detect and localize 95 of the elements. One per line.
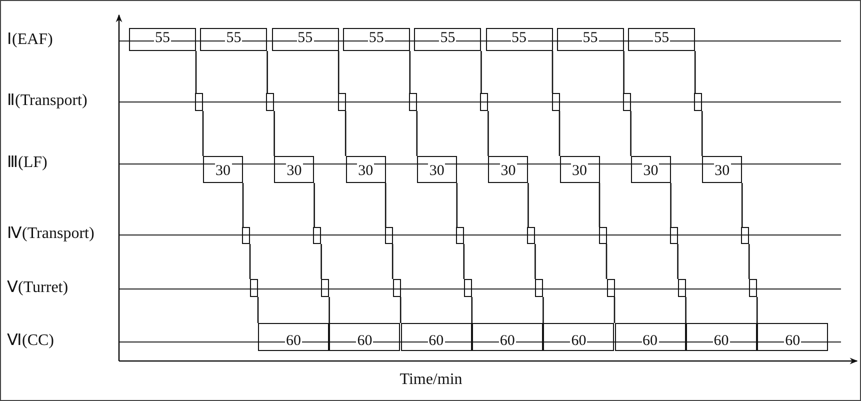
transfer-box (678, 279, 686, 297)
connector-line (542, 297, 544, 323)
connector-line (328, 297, 330, 323)
task-bar (329, 323, 400, 351)
connector-line (384, 183, 386, 227)
connector-line (623, 51, 624, 93)
transfer-box (195, 93, 203, 111)
task-bar (129, 28, 196, 51)
transfer-box (749, 279, 758, 297)
task-bar (614, 323, 686, 351)
row-label: Ⅳ(Transport) (7, 225, 94, 243)
task-bar (203, 156, 243, 183)
connector-line (756, 297, 758, 323)
task-bar (488, 156, 528, 183)
transfer-box (242, 227, 250, 244)
transfer-box (408, 93, 417, 111)
transfer-box (456, 227, 464, 244)
connector-line (320, 244, 322, 279)
transfer-box (535, 279, 544, 297)
connector-line (694, 51, 696, 93)
connector-line (480, 51, 482, 93)
row-label: Ⅴ(Turret) (7, 279, 68, 297)
transfer-box (266, 93, 274, 111)
task-bar (560, 156, 600, 183)
connector-line (685, 297, 686, 323)
connector-line (488, 111, 489, 156)
task-bar (342, 28, 410, 51)
row-label: Ⅱ(Transport) (7, 92, 88, 110)
task-bar (400, 323, 472, 351)
connector-line (249, 244, 251, 279)
connector-line (257, 297, 259, 323)
connector-line (416, 111, 418, 156)
connector-line (606, 244, 608, 279)
task-bar (200, 28, 268, 51)
transfer-box (384, 227, 393, 244)
connector-line (409, 51, 411, 93)
row-label: Ⅲ(LF) (7, 154, 48, 172)
task-bar (258, 323, 329, 351)
task-bar (630, 156, 671, 183)
connector-line (748, 244, 750, 279)
connector-line (670, 183, 672, 227)
transfer-box (321, 279, 330, 297)
transfer-box (741, 227, 750, 244)
connector-line (274, 111, 275, 156)
connector-line (202, 111, 204, 156)
connector-line (338, 51, 340, 93)
connector-line (456, 183, 458, 227)
transfer-box (552, 93, 560, 111)
connector-line (463, 244, 465, 279)
transfer-box (313, 227, 322, 244)
connector-line (701, 111, 703, 156)
connector-line (614, 297, 616, 323)
connector-line (392, 244, 394, 279)
connector-line (534, 244, 536, 279)
task-bar (486, 28, 552, 51)
row-label: Ⅰ(EAF) (7, 31, 53, 49)
transfer-box (598, 227, 606, 244)
task-bar (414, 28, 482, 51)
connector-line (195, 51, 197, 93)
connector-line (630, 111, 632, 156)
connector-line (558, 111, 560, 156)
connector-line (741, 183, 743, 227)
axis-title: Time/min (400, 371, 462, 389)
transfer-box (338, 93, 346, 111)
transfer-box (480, 93, 488, 111)
connector-line (266, 51, 268, 93)
task-bar (702, 156, 742, 183)
row-label: Ⅵ(CC) (7, 332, 54, 350)
transfer-box (392, 279, 401, 297)
transfer-box (527, 227, 536, 244)
task-bar (416, 156, 457, 183)
task-bar (272, 28, 339, 51)
task-bar (346, 156, 386, 183)
connector-line (344, 111, 346, 156)
task-bar (543, 323, 614, 351)
connector-line (677, 244, 678, 279)
transfer-box (622, 93, 631, 111)
transfer-box (670, 227, 678, 244)
connector-line (400, 297, 402, 323)
task-bar (556, 28, 624, 51)
connector-line (242, 183, 244, 227)
transfer-box (250, 279, 258, 297)
transfer-box (606, 279, 614, 297)
task-bar (274, 156, 314, 183)
task-bar (757, 323, 828, 351)
connector-line (552, 51, 554, 93)
connector-line (314, 183, 315, 227)
transfer-box (464, 279, 472, 297)
task-bar (472, 323, 543, 351)
connector-line (528, 183, 529, 227)
connector-line (598, 183, 600, 227)
task-bar (686, 323, 757, 351)
transfer-box (694, 93, 702, 111)
task-bar (628, 28, 696, 51)
connector-line (471, 297, 473, 323)
